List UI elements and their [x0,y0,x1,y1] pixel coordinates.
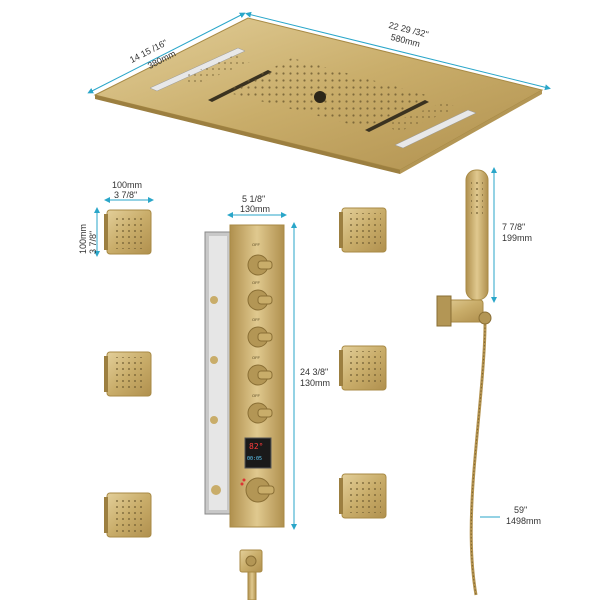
diverter-knob-3[interactable] [247,326,273,348]
hose-length-imperial-label: 59" [514,505,528,515]
thermostatic-control-panel-icon [204,224,285,528]
body-jet-top-right [339,207,387,253]
display-temperature: 82° [249,442,264,451]
panel-width-metric-label: 130mm [240,204,271,214]
knob-3-off-label: OFF [252,317,260,322]
water-supply-elbow-icon [239,549,263,600]
body-jet-height-metric-label: 100mm [78,223,88,254]
handheld-length-metric-label: 199mm [502,233,533,243]
rain-depth-dimension [87,12,246,94]
diverter-knob-4[interactable] [247,364,273,386]
knob-2-off-label: OFF [252,280,260,285]
handheld-length-imperial-label: 7 7/8" [502,222,526,232]
body-jet-mid-right [339,345,387,391]
display-time: 00:05 [247,456,263,462]
hose-length-metric-label: 1498mm [506,516,542,526]
body-jet-bottom-right [339,473,387,519]
knob-1-off-label: OFF [252,242,260,247]
body-jet-width-metric-label: 100mm [112,180,143,190]
rain-width-dimension [245,11,551,91]
diverter-knob-2[interactable] [247,289,273,311]
body-jet-mid-left [104,351,152,397]
diverter-knob-5[interactable] [247,402,273,424]
handheld-shower-icon [436,169,492,596]
knob-5-off-label: OFF [252,393,260,398]
panel-height-metric-label: 130mm [300,378,331,388]
panel-width-imperial-label: 5 1/8" [242,194,266,204]
body-jet-top-left [104,209,152,255]
diverter-knob-1[interactable] [247,254,273,276]
panel-height-imperial-label: 24 3/8" [300,367,329,377]
knob-4-off-label: OFF [252,355,260,360]
body-jet-bottom-left [104,492,152,538]
temperature-display [244,437,272,469]
thermostat-knob[interactable] [240,477,275,503]
body-jet-height-imperial-label: 3 7/8" [88,230,98,254]
body-jet-width-imperial-label: 3 7/8" [114,190,138,200]
